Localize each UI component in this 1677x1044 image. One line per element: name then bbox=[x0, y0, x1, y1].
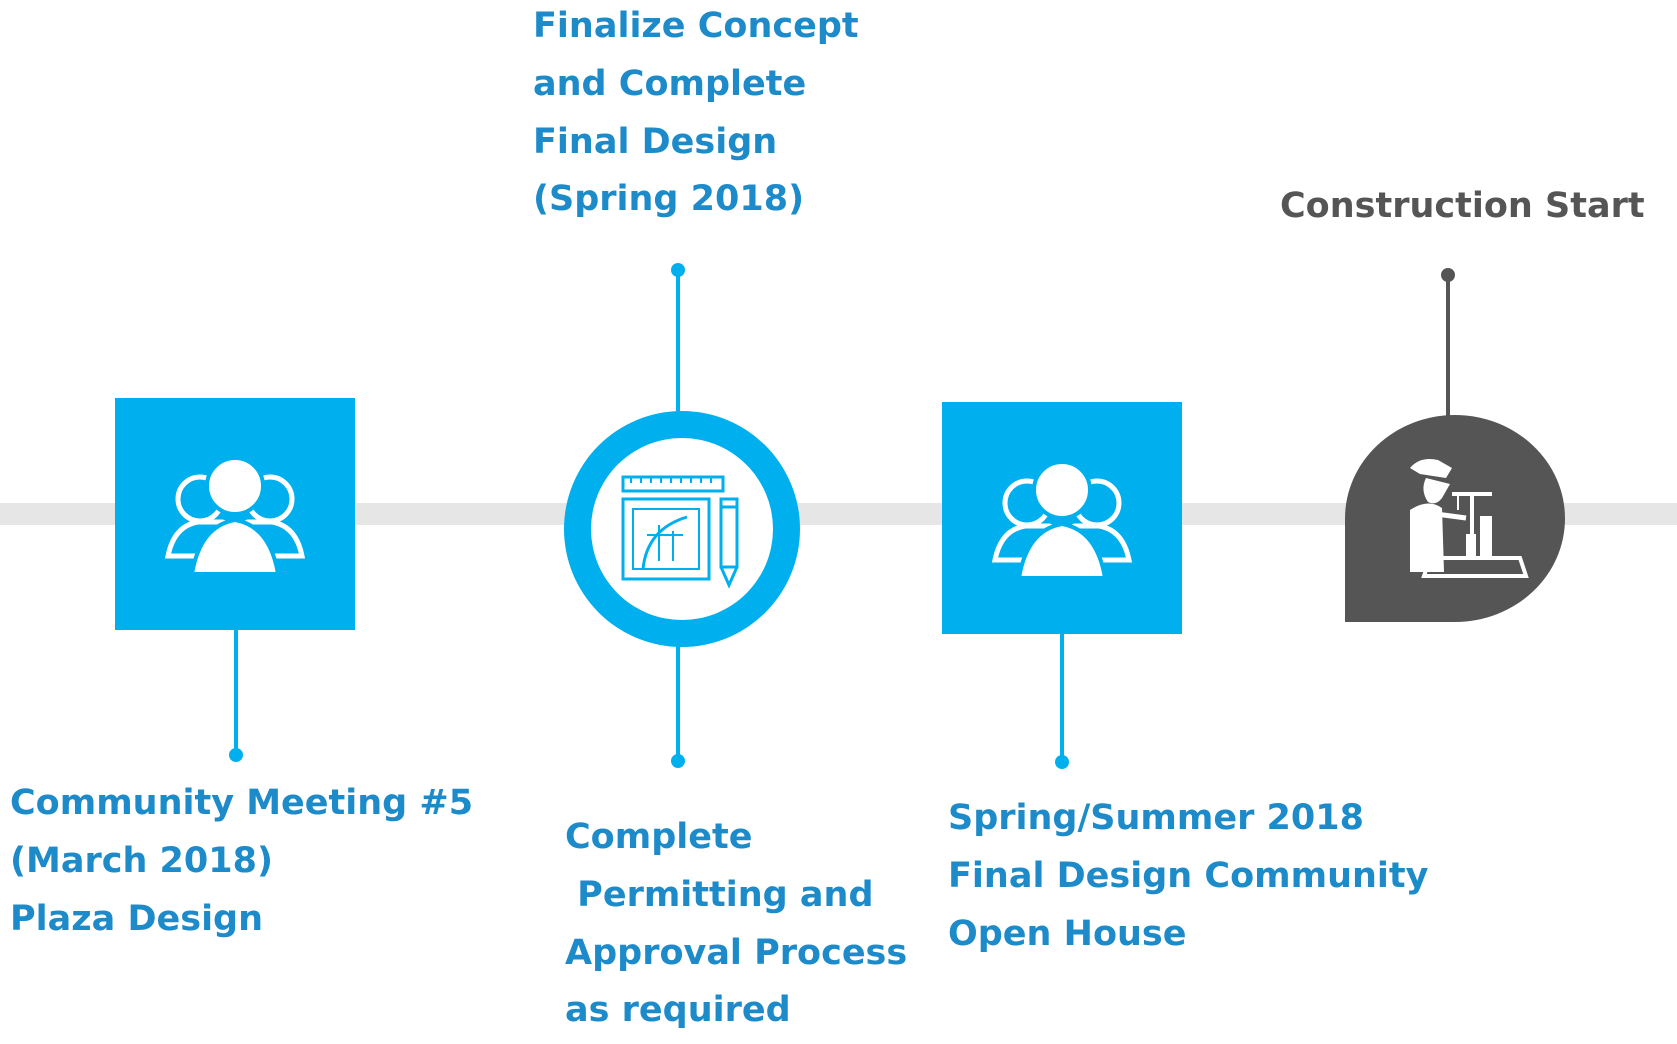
milestone-2-bottom-line-4: as required bbox=[565, 990, 791, 1031]
milestone-4-stem bbox=[1446, 274, 1450, 420]
milestone-4-line-1: Construction Start bbox=[1280, 186, 1645, 226]
milestone-2-bottom-line-3: Approval Process bbox=[565, 932, 908, 973]
milestone-2-bottom-stem bbox=[676, 645, 680, 757]
milestone-3-line-3: Open House bbox=[948, 913, 1187, 954]
milestone-1-label: Community Meeting #5 (March 2018) Plaza … bbox=[10, 775, 473, 948]
milestone-2-top-label: Finalize Concept and Complete Final Desi… bbox=[533, 0, 859, 229]
milestone-3-line-2: Final Design Community bbox=[948, 855, 1429, 896]
milestone-4-marker bbox=[1345, 415, 1565, 622]
milestone-1-stem bbox=[234, 630, 238, 754]
milestone-1-line-3: Plaza Design bbox=[10, 898, 264, 939]
people-icon bbox=[991, 460, 1133, 580]
construction-worker-icon bbox=[1410, 458, 1529, 578]
milestone-1-box bbox=[115, 398, 355, 630]
milestone-1-line-1: Community Meeting #5 bbox=[10, 783, 474, 823]
milestone-2-bottom-line-2: Permitting and bbox=[565, 874, 874, 915]
milestone-2-bottom-dot bbox=[671, 754, 685, 768]
milestone-2-bottom-line-1: Complete bbox=[565, 817, 753, 857]
milestone-2-ring-inner bbox=[591, 438, 773, 620]
milestone-2-top-line-4: (Spring 2018) bbox=[533, 179, 805, 220]
milestone-3-stem bbox=[1060, 634, 1064, 758]
milestone-2-top-stem bbox=[676, 270, 680, 415]
milestone-2-bottom-label: Complete Permitting and Approval Process… bbox=[565, 809, 907, 1040]
timeline-track bbox=[0, 503, 1677, 525]
milestone-3-dot bbox=[1055, 755, 1069, 769]
milestone-4-label: Construction Start bbox=[1280, 178, 1645, 236]
milestone-3-box bbox=[942, 402, 1182, 634]
milestone-1-line-2: (March 2018) bbox=[10, 840, 273, 881]
milestone-2-top-line-2: and Complete bbox=[533, 63, 807, 104]
milestone-2-top-line-1: Finalize Concept bbox=[533, 6, 859, 46]
milestone-2-top-line-3: Final Design bbox=[533, 121, 778, 162]
milestone-3-line-1: Spring/Summer 2018 bbox=[948, 798, 1364, 838]
milestone-3-label: Spring/Summer 2018 Final Design Communit… bbox=[948, 790, 1428, 963]
milestone-1-dot bbox=[229, 748, 243, 762]
drafting-plan-icon bbox=[621, 475, 739, 589]
people-icon bbox=[164, 456, 306, 576]
milestone-2-ring bbox=[564, 411, 800, 647]
